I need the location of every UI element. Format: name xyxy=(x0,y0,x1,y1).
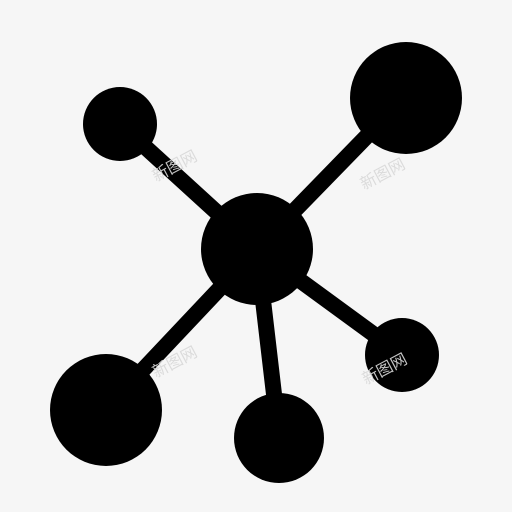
node-top-right xyxy=(350,42,462,154)
watermark-2: 新图网 xyxy=(357,154,408,193)
node-top-left xyxy=(83,87,157,161)
node-right xyxy=(365,318,439,392)
node-bottom-left xyxy=(50,354,162,466)
nodes xyxy=(50,42,462,483)
node-bottom xyxy=(234,393,324,483)
center-node xyxy=(201,193,313,305)
